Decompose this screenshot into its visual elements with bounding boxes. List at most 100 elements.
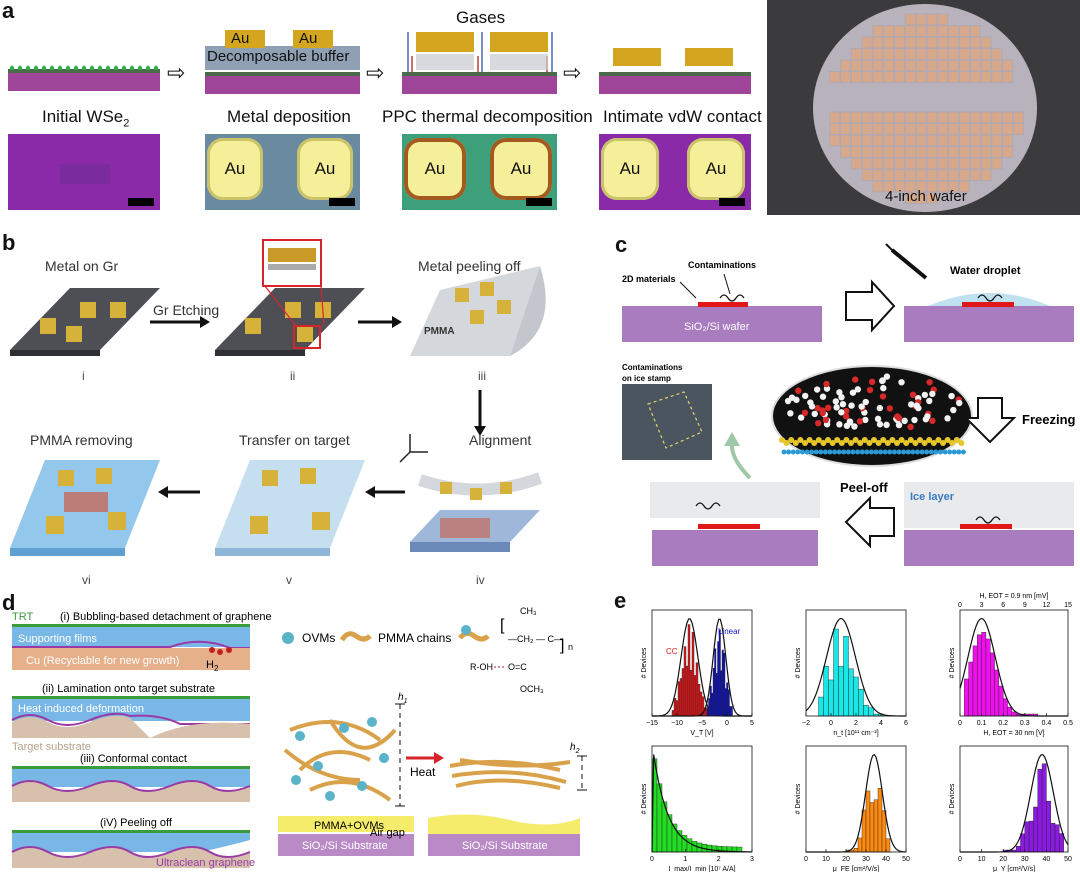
schematic-ppc-decomposition [402,28,557,96]
wafer-die [830,124,840,135]
wafer-die [1003,60,1013,71]
histogram-plot-6: 01020304050μ_Y [cm²/V/s]# Devices [949,746,1072,872]
water-molecule [887,405,893,411]
label-trt: TRT [12,611,33,623]
wafer-die [841,72,851,83]
histogram-bar [682,669,684,716]
wafer-die [949,26,959,37]
wafer-die [981,112,991,123]
wafer-graphic [767,0,1080,215]
lattice-atom [846,450,851,455]
top-tick-label: 6 [1001,602,1005,609]
au-label-2: Au [299,30,317,47]
wafer-die [873,158,883,169]
histogram-bar [725,689,727,716]
wafer-die [895,60,905,71]
wafer-die [895,26,905,37]
lattice-atom [906,450,911,455]
wafer-die [938,14,948,25]
histogram-bar [866,791,870,852]
water-molecule [820,410,826,416]
wafer-die [927,60,937,71]
histogram-bar [990,653,994,716]
wafer-die [862,135,872,146]
wafer-die [959,135,969,146]
wafer-die [873,60,883,71]
wafer-die [841,147,851,158]
wafer-die [981,170,991,181]
histogram-bar [696,663,698,716]
wafer-die [862,72,872,83]
wafer-die [959,124,969,135]
histogram-bar [819,697,824,716]
wafer-die [970,124,980,135]
wafer-die [992,49,1002,60]
tick-label: 0 [958,856,962,863]
step2-title: (ii) Lamination onto target substrate [42,683,215,695]
tick-label: 4 [879,720,883,727]
water-molecule [785,398,791,404]
wafer-die [970,60,980,71]
ovm-dot [325,791,335,801]
water-molecule [812,411,818,417]
wafer-die [938,112,948,123]
lattice-atom [823,450,828,455]
water-molecule [867,387,873,393]
histogram-bar [710,686,712,716]
wafer-photo: 4-inch wafer [767,0,1080,215]
wafer-die [884,147,894,158]
water-molecule [802,410,808,416]
water-molecule [908,401,914,407]
label-contam-ice: Contaminations [622,363,683,372]
wafer-die [927,170,937,181]
wafer-die [927,14,937,25]
y-axis-label: # Devices [949,783,956,814]
water-molecule [802,393,808,399]
wafer-die [959,37,969,48]
label-supporting: Supporting films [18,633,97,645]
histogram-bar [707,845,712,852]
step4-title: (iV) Peeling off [100,817,173,829]
optical-image-initial [8,134,160,210]
tick-label: 0.3 [1020,720,1030,727]
wafer-label: 4-inch wafer [885,188,967,205]
histogram-bar [722,650,724,716]
wafer-die [841,60,851,71]
syringe-icon [886,244,926,278]
panel-b-graphic: PMMA i ii iii iv v vi [0,230,600,600]
au-pad: Au [297,138,353,200]
lattice-atom [837,450,842,455]
water-molecule [847,418,853,424]
scale-bar [526,198,552,206]
label-peel-off: Peel-off [840,480,888,495]
wafer-die [916,14,926,25]
optical-image-vdw: Au Au [599,134,751,210]
water-molecule [907,424,913,430]
lattice-atom [805,450,810,455]
wafer-die [992,124,1002,135]
wafer-die [927,135,937,146]
water-molecule [956,400,962,406]
histogram-bar [982,632,986,716]
histogram-bar [684,647,686,716]
tick-label: −15 [646,720,658,727]
wafer-die [970,112,980,123]
tick-label: 0 [650,856,654,863]
wafer-die [981,135,991,146]
wafer-die [873,37,883,48]
histogram-bar [712,693,714,716]
tick-label: 1 [683,856,687,863]
wafer-die [916,49,926,60]
wafer-die [927,112,937,123]
wafer-die [938,72,948,83]
panel-label-a: a [2,0,14,24]
wafer-die [992,147,1002,158]
wafer-die [959,26,969,37]
lattice-atom [782,450,787,455]
histogram-bar [1033,807,1037,852]
tick-label: 40 [1043,856,1051,863]
water-molecule [836,421,842,427]
water-molecule [948,393,954,399]
tick-label: 0 [725,720,729,727]
wafer-die [1003,112,1013,123]
